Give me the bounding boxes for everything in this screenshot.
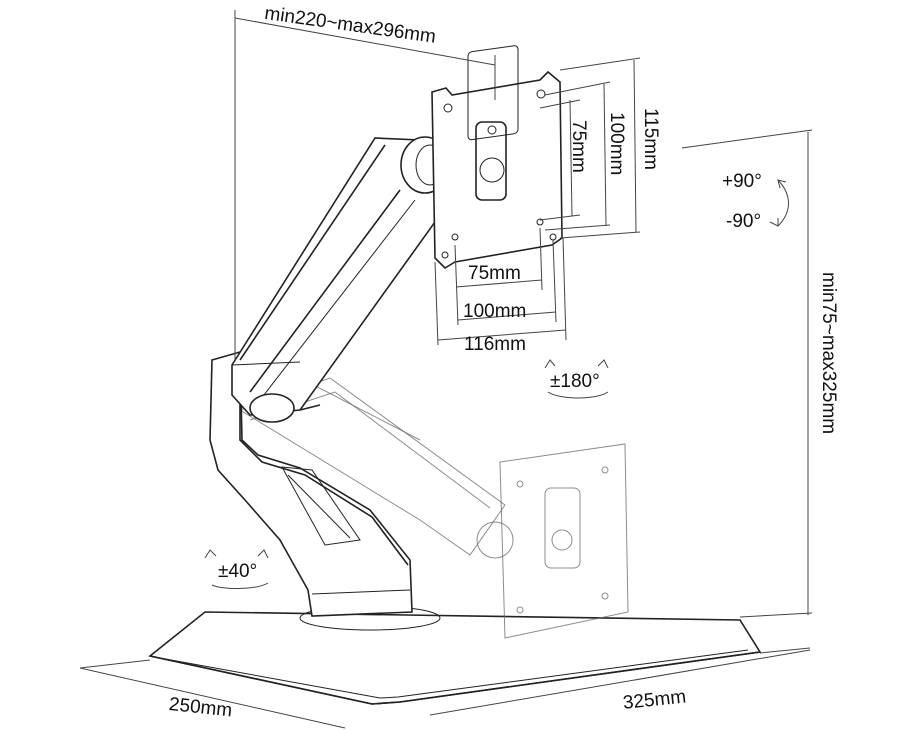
plate-height-label: 115mm <box>640 108 661 170</box>
vesa-width-75-label: 75mm <box>468 263 521 284</box>
tilt-up-label: +90° <box>722 171 762 192</box>
vesa-width-100-label: 100mm <box>463 301 527 322</box>
vesa-height-75-label: 75mm <box>568 120 589 173</box>
rotation-arrows <box>204 179 789 589</box>
pole-swivel-arc-icon <box>211 582 269 589</box>
raised-arm <box>231 136 450 423</box>
pole-swivel-label: ±40° <box>218 561 258 582</box>
tilt-arc-icon <box>777 179 789 227</box>
height-range-label: min75~max325mm <box>818 272 839 435</box>
tilt-down-label: -90° <box>726 211 762 232</box>
plate-width-label: 116mm <box>464 334 526 355</box>
stand-pole <box>209 350 413 617</box>
swivel-arc-icon <box>547 391 609 399</box>
vesa-height-100-label: 100mm <box>606 112 627 176</box>
swivel-label: ±180° <box>550 371 600 392</box>
vesa-plate <box>431 45 563 270</box>
dimension-lines <box>79 10 813 729</box>
